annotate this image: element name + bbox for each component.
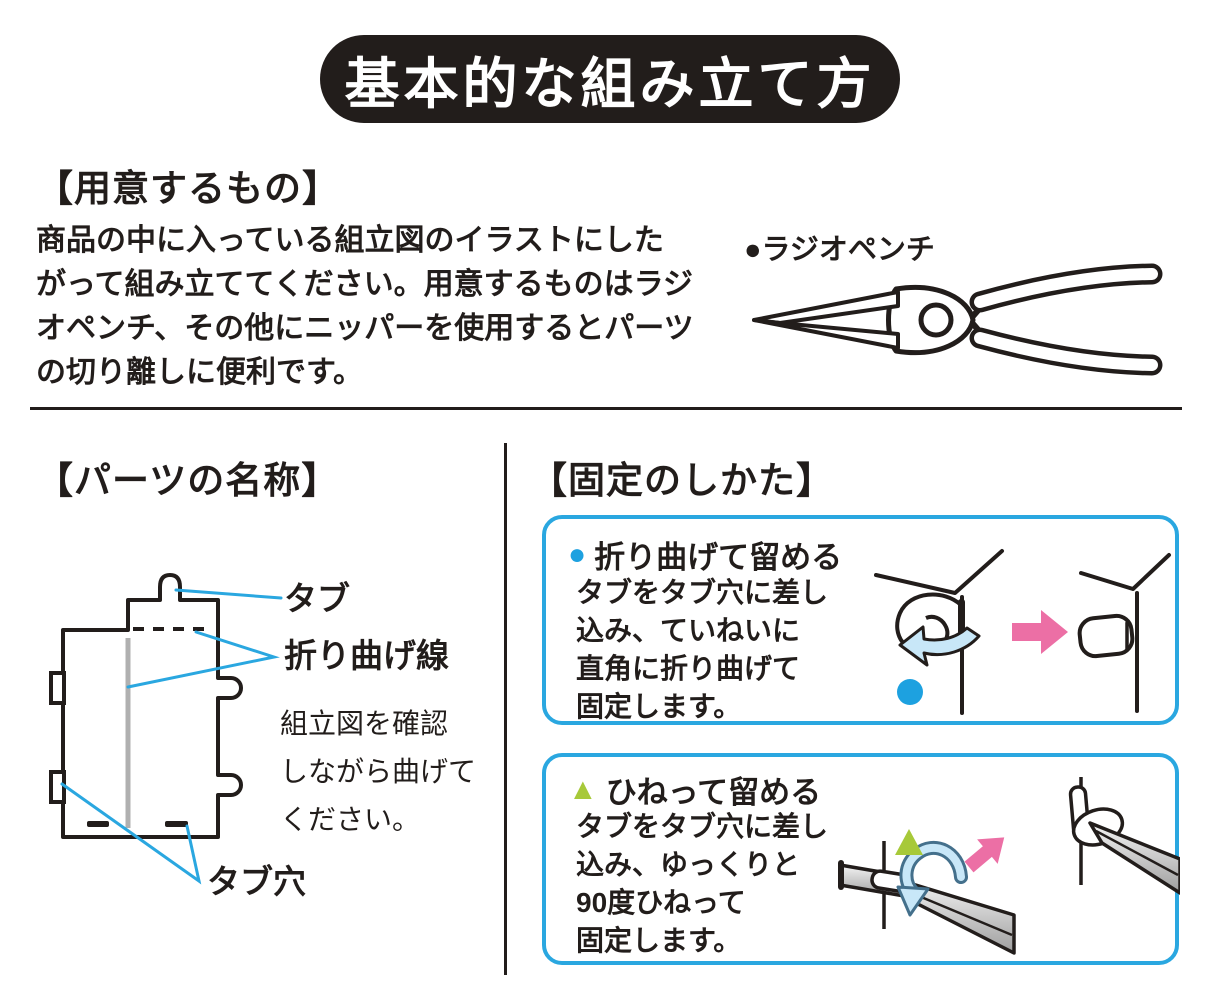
leader-lines (60, 588, 283, 885)
parts-note-line: しながら曲げて (280, 756, 477, 787)
pliers-illustration (752, 263, 1163, 376)
fold-line-label: 折り曲げ線 (284, 637, 449, 674)
page-title: 基本的な組み立て方 (320, 35, 900, 123)
blue-dot-marker (897, 679, 923, 705)
fold-method-title: 折り曲げて留める (594, 540, 843, 575)
pliers-nose (1088, 821, 1180, 895)
twist-method-line: 90度ひねって (576, 887, 746, 918)
twist-method-heading: ▲ ひねって留める (568, 767, 821, 812)
twist-method-title: ひねって留める (605, 775, 822, 810)
tab-label: タブ (284, 580, 350, 617)
transition-arrow-icon (964, 837, 1005, 873)
green-triangle-marker (895, 829, 923, 855)
twist-method-line: 固定します。 (576, 925, 742, 956)
parts-section-heading: 【パーツの名称】 (36, 460, 340, 501)
horizontal-divider (30, 407, 1182, 410)
tab-hole-label: タブ穴 (207, 863, 306, 900)
pliers-label: ●ラジオペンチ (744, 234, 935, 266)
tab-hole-slit (165, 821, 188, 827)
prepare-body-line: オペンチ、その他にニッパーを使用するとパーツ (36, 312, 694, 345)
transition-arrow-icon (1012, 610, 1068, 654)
prepare-section-heading: 【用意するもの】 (36, 168, 340, 209)
fold-method-heading: ● 折り曲げて留める (568, 532, 842, 577)
fold-method-illustration (874, 549, 1171, 715)
prepare-body-line: 商品の中に入っている組立図のイラストにした (36, 224, 664, 257)
circle-marker-icon: ● (568, 537, 587, 571)
fixing-section-heading: 【固定のしかた】 (530, 460, 834, 501)
tab-hole-slit (87, 821, 109, 827)
fold-method-line: 込み、ていねいに (576, 615, 801, 646)
triangle-marker-icon: ▲ (568, 772, 598, 806)
twist-method-line: タブをタブ穴に差し (576, 811, 829, 842)
prepare-body-line: がって組み立ててください。用意するものはラジ (36, 268, 693, 301)
part-diagram (49, 573, 283, 885)
prepare-body-line: の切り離しに便利です。 (36, 356, 363, 389)
vertical-divider (504, 443, 507, 975)
parts-note-line: ください。 (280, 804, 421, 835)
page-title-text: 基本的な組み立て方 (344, 53, 876, 115)
parts-note-line: 組立図を確認 (280, 708, 449, 739)
fold-method-line: 直角に折り曲げて (576, 653, 801, 684)
twist-method-body: タブをタブ穴に差し 込み、ゆっくりと 90度ひねって 固定します。 (576, 808, 828, 960)
part-outline (61, 573, 243, 839)
parts-note: 組立図を確認 しながら曲げて ください。 (280, 700, 476, 844)
prepare-body: 商品の中に入っている組立図のイラストにした がって組み立ててください。用意するも… (36, 219, 694, 395)
twist-method-line: 込み、ゆっくりと (576, 849, 801, 880)
twist-method-card: ▲ ひねって留める タブをタブ穴に差し 込み、ゆっくりと 90度ひねって 固定し… (542, 753, 1180, 965)
fold-method-line: タブをタブ穴に差し (576, 577, 829, 608)
side-slot (49, 770, 66, 804)
fold-method-body: タブをタブ穴に差し 込み、ていねいに 直角に折り曲げて 固定します。 (576, 574, 828, 726)
twist-method-illustration (838, 777, 1180, 955)
bend-arrow-icon (898, 625, 981, 667)
fold-method-line: 固定します。 (576, 691, 742, 722)
side-slot (49, 671, 66, 705)
folded-tab (1077, 613, 1135, 659)
fold-method-card: ● 折り曲げて留める タブをタブ穴に差し 込み、ていねいに 直角に折り曲げて 固… (542, 515, 1179, 725)
